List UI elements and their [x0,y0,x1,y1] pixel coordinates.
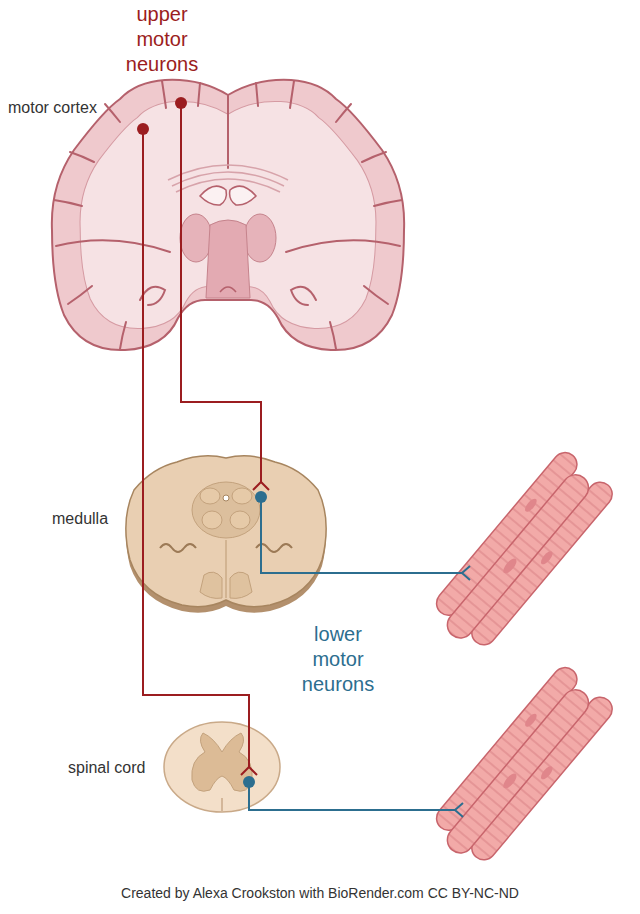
muscle-fiber [467,692,617,864]
sulcus [362,152,386,162]
corpus-callosum [168,165,288,192]
medulla-outline [126,456,326,607]
axon [181,103,261,482]
deep-nucleus [180,214,212,262]
nucleus [192,482,260,538]
fiber-line [176,179,280,192]
lateral-sulcus [286,240,400,252]
fiber-spot [539,549,555,566]
sulcus [364,286,388,304]
synapse-fork [241,767,257,775]
white-matter [164,722,280,812]
muscle-fiber [467,477,617,649]
fiber-spot [523,497,539,514]
structure-label: spinal cord [68,758,145,777]
neuron-body [175,97,187,109]
neuron-body [137,123,149,135]
pyramid [230,572,252,598]
median-fissure [221,798,223,811]
fiber-spot [539,764,555,781]
sulcus [290,81,294,108]
credit-caption: Created by Alexa Crookston with BioRende… [121,884,519,902]
synapse-fork [462,566,470,580]
sulcus [105,104,120,122]
lower-motor-neuron [249,497,470,817]
olive [160,544,196,552]
sulci [54,81,402,349]
group-label: lower motor neurons [293,622,383,697]
nucleus [200,488,220,504]
brainstem-notch [220,287,236,292]
fiber-spot [501,771,519,790]
muscle-fiber [442,470,594,644]
lateral-sulcus [56,240,170,252]
sulcus [54,200,82,206]
ventricle [200,186,226,205]
muscle-fiber [442,685,594,859]
brain-section [52,80,404,350]
sulcus [120,322,126,349]
ventricle [230,186,256,205]
group-label: upper motor neurons [117,2,207,77]
sulcus [198,83,200,106]
sulcus [330,322,336,349]
muscle [425,448,617,658]
synapse-fork [253,482,269,490]
spinal-cord-section [164,722,280,812]
central-canal [223,495,229,501]
axon [249,782,455,810]
sulcus [68,286,92,304]
pyramid [200,572,222,598]
medulla-section [126,456,326,613]
nucleus [202,511,222,529]
cortex [52,80,404,350]
sulcus [374,200,402,206]
structure-label: medulla [52,509,108,528]
raphe [225,540,226,598]
fiber-spot [523,712,539,729]
fiber-spot [501,556,519,575]
nucleus [230,511,250,529]
sulcus [227,95,229,168]
axon [143,129,249,767]
brainstem [206,220,250,298]
temporal-fold [291,287,316,305]
sulcus [336,104,351,122]
sulcus [256,83,258,106]
muscle [425,663,617,873]
sulcus [70,152,94,162]
structure-label: motor cortex [8,98,97,117]
upper-motor-neuron [143,103,269,775]
synapse-fork [455,803,463,817]
neuron-body [255,491,267,503]
axon [261,497,462,573]
sulcus [162,81,166,108]
deep-nucleus [244,214,276,262]
nucleus [232,488,252,504]
neuron-body [243,776,255,788]
